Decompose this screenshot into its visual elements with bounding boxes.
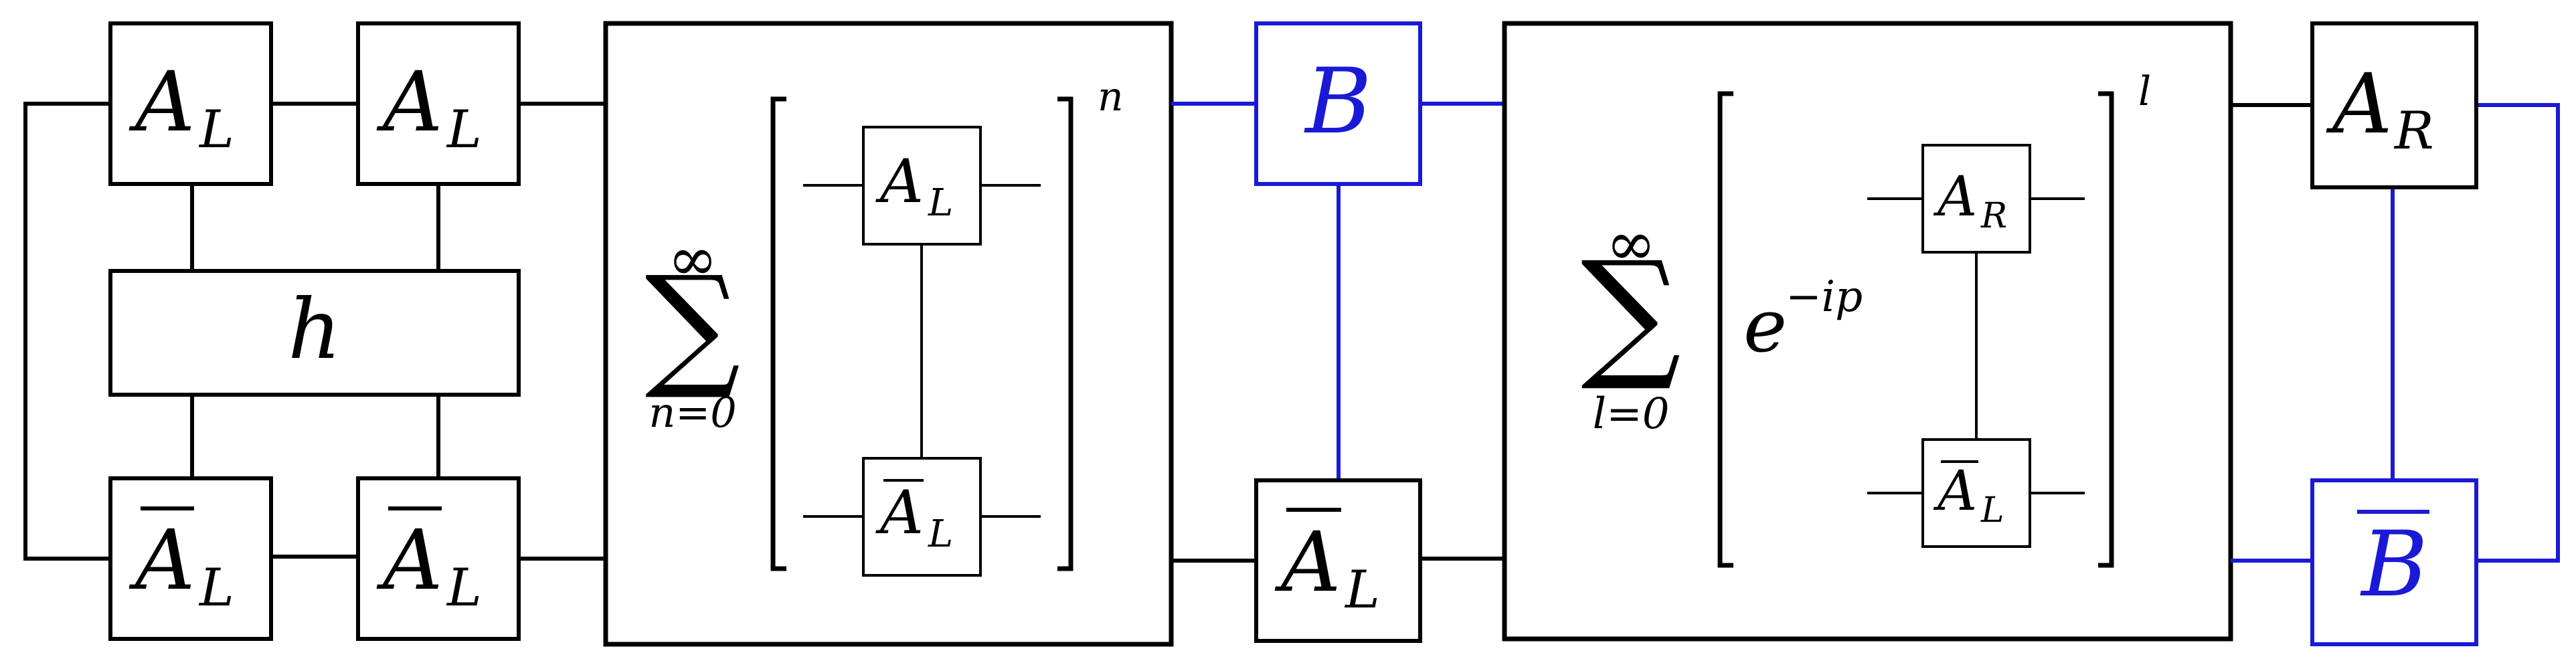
tensor-ALbar-mid bbox=[1254, 478, 1422, 643]
sum-l-symbol: ∑ bbox=[1581, 231, 1681, 395]
tensor-AL-inner bbox=[862, 126, 982, 246]
sum-l-lower: l=0 bbox=[1593, 389, 1670, 439]
sum-n-symbol: ∑ bbox=[645, 248, 741, 403]
label-A: A bbox=[376, 512, 443, 609]
label-A: A bbox=[875, 478, 924, 548]
bracket-right bbox=[2098, 91, 2114, 568]
sum-n-frame bbox=[603, 21, 1174, 647]
tensor-AR-right bbox=[2310, 21, 2478, 189]
tensor-AL-top-2 bbox=[356, 21, 521, 186]
label-A: A bbox=[1274, 514, 1341, 611]
label-sub-L: L bbox=[446, 558, 482, 618]
right-boundary-column: A R B bbox=[2231, 21, 2560, 646]
tensor-ALbar-inner bbox=[1921, 438, 2031, 548]
sum-n-power: n bbox=[1098, 74, 1124, 120]
label-sub-L: L bbox=[928, 181, 953, 225]
tensor-B bbox=[1254, 21, 1422, 186]
sum-l-power: l bbox=[2138, 68, 2151, 115]
label-sub-L: L bbox=[446, 100, 482, 160]
label-A: A bbox=[376, 54, 443, 151]
sum-n-upper: ∞ bbox=[668, 224, 718, 294]
label-B: B bbox=[1303, 49, 1371, 154]
label-sub-L: L bbox=[1344, 560, 1380, 620]
left-boundary-wire bbox=[23, 102, 110, 561]
phase-base: e bbox=[1743, 283, 1787, 369]
label-A: A bbox=[875, 147, 924, 217]
sum-l-frame bbox=[1502, 21, 2233, 642]
sum-l-block: ∞ ∑ l=0 e −ip l A R A L bbox=[1502, 21, 2233, 642]
tensor-ALbar-bot-2 bbox=[356, 476, 521, 641]
label-sub-L: L bbox=[1980, 490, 2004, 531]
tensor-ALbar-bot-1 bbox=[108, 476, 273, 641]
sum-l-upper: ∞ bbox=[1606, 209, 1656, 279]
label-A: A bbox=[1933, 460, 1977, 523]
phase-exponent: −ip bbox=[1786, 272, 1863, 322]
label-A: A bbox=[2326, 56, 2393, 153]
hamiltonian-operator bbox=[108, 269, 521, 397]
label-A: A bbox=[128, 54, 195, 151]
tensor-ALbar-inner bbox=[862, 457, 982, 577]
label-B: B bbox=[2359, 512, 2427, 617]
sum-n-block: ∞ ∑ n=0 n A L A L bbox=[603, 21, 1174, 647]
tensor-AR-inner bbox=[1921, 144, 2031, 254]
bracket-right bbox=[1057, 96, 1074, 571]
sum-n-lower: n=0 bbox=[649, 388, 736, 437]
label-sub-L: L bbox=[928, 512, 953, 556]
bracket-left bbox=[1717, 91, 1733, 568]
label-sub-R: R bbox=[1980, 196, 2007, 236]
tensor-AL-top-1 bbox=[108, 21, 273, 186]
bracket-left bbox=[770, 96, 786, 571]
label-sub-L: L bbox=[198, 100, 234, 160]
label-A: A bbox=[1933, 165, 1977, 229]
hamiltonian-block: A L A L h A L A L bbox=[23, 21, 606, 641]
label-h: h bbox=[288, 282, 341, 378]
label-sub-R: R bbox=[2393, 101, 2434, 161]
tensor-Bbar bbox=[2310, 478, 2478, 646]
label-A: A bbox=[128, 512, 195, 609]
right-boundary-wire bbox=[2476, 103, 2560, 563]
excitation-column: B A L bbox=[1171, 21, 1505, 643]
label-sub-L: L bbox=[198, 558, 234, 618]
